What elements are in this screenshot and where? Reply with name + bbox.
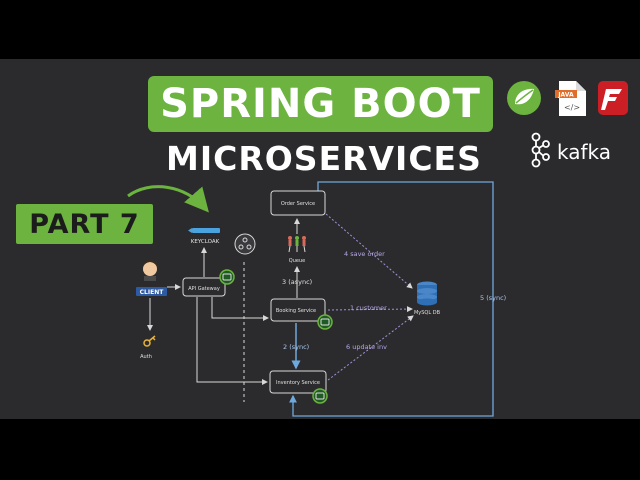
- java-label: JAVA: [557, 92, 574, 99]
- auth-label: Auth: [140, 354, 152, 360]
- edge-gateway-booking: [211, 297, 269, 321]
- part-badge: PART 7: [16, 204, 153, 244]
- part-to-keycloak-arrow: [127, 185, 209, 213]
- edge-sync2-label: 2 (sync): [283, 343, 309, 351]
- inventory-service-label: Inventory Service: [276, 380, 320, 386]
- edge-async3-label: 3 (async): [282, 278, 312, 286]
- api-gateway-node: [182, 277, 226, 297]
- page-title: SPRING BOOT: [160, 81, 481, 127]
- order-service-node: [270, 190, 326, 216]
- edge-update-inv: [327, 315, 414, 381]
- client-badge: [136, 287, 167, 296]
- kafka-label: kafka: [557, 140, 612, 164]
- edge-sync5: [289, 181, 494, 417]
- edge-gateway-inventory: [196, 297, 268, 385]
- db-label: MySQL DB: [414, 310, 441, 316]
- client-label: CLIENT: [140, 289, 165, 296]
- edge-save-order: [325, 213, 413, 289]
- edge-save-order-label: 4 save order: [344, 250, 385, 258]
- api-gateway-label: API Gateway: [188, 286, 220, 292]
- keycloak-label: KEYCLOAK: [191, 239, 220, 245]
- health-icon: [219, 269, 235, 285]
- health-icon: [312, 388, 328, 404]
- client-avatar-icon: [143, 260, 157, 281]
- edge-update-inv-label: 6 update inv: [346, 343, 387, 351]
- health-icon: [317, 314, 333, 330]
- page-subtitle: MICROSERVICES: [166, 139, 482, 178]
- order-service-label: Order Service: [281, 201, 315, 207]
- spring-icon: [507, 81, 541, 115]
- booking-service-label: Booking Service: [276, 308, 316, 314]
- title-banner: SPRING BOOT: [148, 76, 493, 132]
- auth-icon: [143, 335, 156, 347]
- kafka-icon: [531, 132, 550, 168]
- queue-label: Queue: [289, 258, 305, 264]
- flyway-icon: [598, 81, 628, 115]
- letterbox-top: [0, 0, 640, 59]
- letterbox-bottom: [0, 419, 640, 480]
- java-file-icon: JAVA </>: [555, 81, 586, 116]
- queue-icon: [288, 236, 306, 253]
- keycloak-icon: [188, 228, 220, 233]
- edge-customer-label: 1 customer: [350, 304, 387, 312]
- database-icon: [417, 281, 437, 306]
- circuit-icon: [234, 233, 256, 255]
- booking-service-node: [270, 298, 326, 322]
- svg-text:</>: </>: [564, 103, 580, 112]
- edge-sync5-label: 5 (sync): [480, 294, 506, 302]
- inventory-service-node: [269, 370, 327, 394]
- part-label: PART 7: [29, 208, 140, 240]
